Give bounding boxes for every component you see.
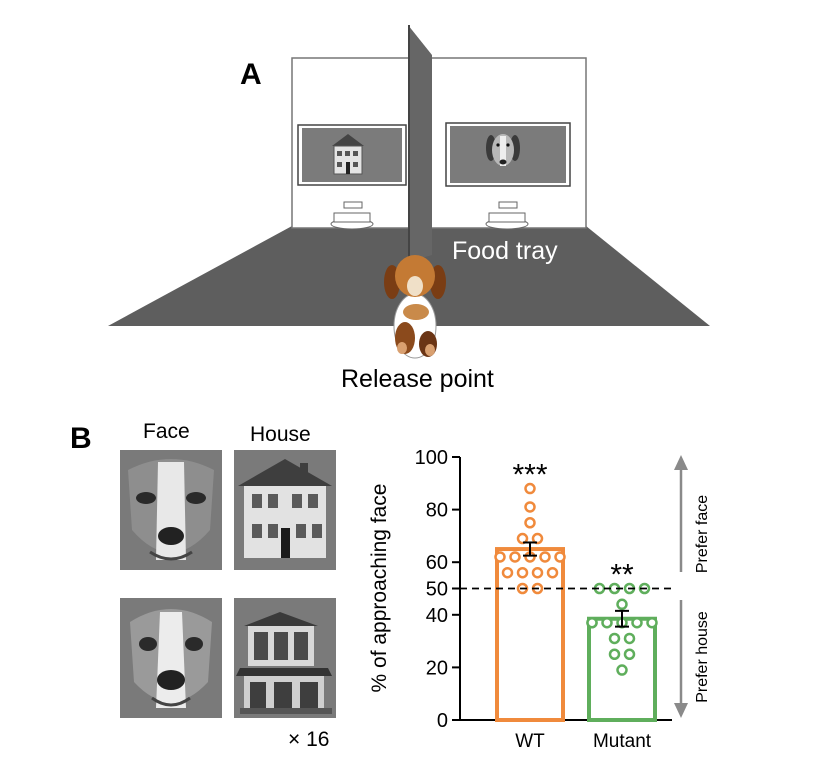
house-thumbnail-icon (332, 134, 364, 175)
data-point (623, 648, 636, 660)
y-axis-label: % of approaching face (368, 484, 391, 693)
data-point (631, 616, 643, 629)
data-point (524, 517, 536, 529)
y-tick-label: 50 (426, 579, 448, 601)
y-tick-label: 20 (426, 657, 448, 679)
release-point-label: Release point (341, 365, 494, 393)
divider-wall (408, 25, 432, 262)
prefer-face-label: Prefer face (694, 495, 711, 573)
dog-icon (384, 255, 446, 359)
dog-face-image-2 (120, 598, 222, 718)
x-tick-label: WT (515, 731, 545, 752)
food-tray-label: Food tray (452, 237, 558, 265)
data-point (546, 566, 559, 579)
data-point (608, 632, 621, 645)
x-tick-label: Mutant (593, 731, 652, 752)
data-point (601, 616, 613, 629)
data-point (586, 616, 598, 629)
y-tick-label: 0 (437, 710, 448, 732)
face-column-label: Face (143, 420, 190, 443)
data-point (623, 632, 636, 645)
house-column-label: House (250, 423, 311, 446)
dog-face-thumbnail-icon (486, 134, 520, 166)
data-point (524, 501, 536, 513)
prefer-house-arrow (674, 600, 688, 718)
data-point (509, 551, 521, 563)
left-food-tray (330, 201, 374, 230)
chart: % of approaching face Prefer face Prefer… (368, 447, 711, 752)
prefer-face-arrow (674, 455, 688, 572)
data-point (524, 482, 536, 495)
panel-b-letter: B (70, 422, 92, 455)
panel-a-letter: A (240, 58, 262, 91)
left-monitor (297, 124, 407, 186)
dog-face-image-1 (120, 450, 222, 570)
data-point (554, 551, 566, 563)
data-point (494, 551, 506, 563)
data-point (616, 598, 628, 611)
panel-a: A (108, 25, 710, 393)
right-monitor (445, 122, 571, 187)
data-point (501, 566, 514, 579)
data-point (646, 616, 658, 629)
prefer-house-label: Prefer house (694, 611, 711, 703)
right-food-tray (485, 201, 529, 230)
multiplier-label: × 16 (288, 728, 329, 751)
data-point (516, 566, 529, 579)
data-point (516, 532, 529, 545)
data-point (608, 648, 621, 660)
data-point (539, 551, 551, 563)
data-point (531, 566, 544, 579)
house-image-1 (234, 450, 336, 570)
divider-wall-edge (408, 25, 410, 262)
y-tick-label: 40 (426, 605, 448, 627)
y-tick-label: 60 (426, 552, 448, 574)
y-tick-label: 80 (426, 500, 448, 522)
house-image-2 (234, 598, 336, 718)
significance-label: *** (512, 459, 547, 492)
data-point (531, 532, 544, 545)
panel-b-stimuli: B Face House (70, 420, 336, 751)
y-tick-label: 100 (415, 447, 448, 469)
data-point (616, 664, 628, 676)
significance-label: ** (610, 559, 634, 592)
